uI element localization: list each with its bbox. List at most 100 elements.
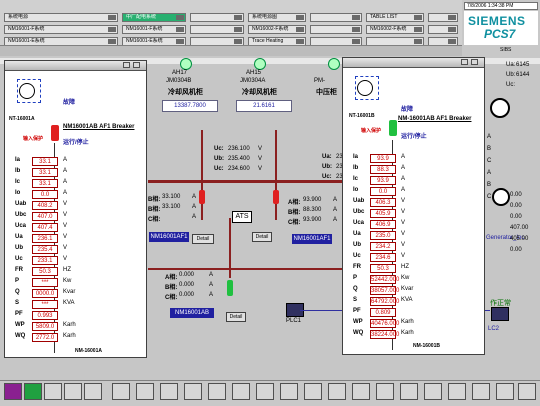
nav-button-row2-5[interactable]: NM16002-F系统	[366, 25, 424, 34]
detail-button-2[interactable]: Detail	[252, 232, 272, 242]
nav-button-row1-5[interactable]: TABLE LIST	[366, 13, 424, 22]
transformer-circle	[357, 80, 373, 96]
toolbar-button-22[interactable]	[518, 383, 536, 400]
work-status: 作正常	[490, 300, 511, 307]
breaker-left[interactable]	[199, 190, 205, 204]
nav-button-row1-1[interactable]: 中厂配电系统	[122, 13, 186, 22]
toolbar-button-15[interactable]	[352, 383, 370, 400]
metric-value: 236.1	[32, 234, 58, 243]
panel-right-titlebar[interactable]	[343, 58, 484, 68]
nav-button-row1-0[interactable]: 系统电源	[4, 13, 118, 22]
readout-unit: A	[192, 204, 197, 210]
toolbar-button-20[interactable]	[472, 383, 490, 400]
minimize-button[interactable]	[461, 59, 468, 65]
breaker-label-1[interactable]: NM16001AF1	[149, 232, 189, 242]
right-label: Uc:	[506, 82, 515, 88]
readout-label: B相:	[288, 210, 301, 216]
nav-button-row1-6[interactable]	[428, 13, 458, 22]
nav-button-row1-3[interactable]: 系统电源图	[248, 13, 306, 22]
metric-unit: V	[401, 231, 406, 237]
nav-button-row2-2[interactable]	[190, 25, 244, 34]
unit-code: JM0304B	[166, 78, 192, 84]
edge-letter: C	[487, 158, 492, 164]
toolbar-button-11[interactable]	[256, 383, 274, 400]
toolbar-button-21[interactable]	[496, 383, 514, 400]
toolbar-button-16[interactable]	[376, 383, 394, 400]
generator-label: Generator_Inc	[486, 235, 525, 241]
unit-id: AH17	[172, 70, 188, 76]
nav-button-row1-4[interactable]	[310, 13, 362, 22]
toolbar-button-17[interactable]	[400, 383, 418, 400]
toolbar-button-7[interactable]	[160, 383, 178, 400]
toolbar-button-12[interactable]	[280, 383, 298, 400]
metric-label: Ic	[15, 179, 21, 185]
metric-label: FR	[353, 264, 361, 270]
readout-unit: A	[209, 272, 214, 278]
toolbar-button-1[interactable]	[24, 383, 42, 400]
close-button[interactable]	[471, 59, 478, 65]
breaker-bottom[interactable]	[227, 280, 233, 296]
toolbar-button-5[interactable]	[112, 383, 130, 400]
toolbar-button-9[interactable]	[208, 383, 226, 400]
toolbar-button-8[interactable]	[184, 383, 202, 400]
metric-label: Uc	[15, 256, 23, 262]
metric-label: Ia	[353, 154, 359, 160]
logo-product: PCS7	[484, 27, 516, 41]
readout-value: 93.900	[303, 197, 322, 203]
toolbar-button-0[interactable]	[4, 383, 22, 400]
metric-unit: Kw	[63, 278, 72, 284]
nav-button-row2-0[interactable]: NM16001-F系统	[4, 25, 118, 34]
panel-right-breaker[interactable]	[389, 120, 397, 136]
metric-label: S	[15, 300, 20, 306]
toolbar-button-10[interactable]	[232, 383, 250, 400]
metric-unit: V	[63, 201, 68, 207]
plc2-icon[interactable]	[491, 307, 509, 321]
nav-button-row2-4[interactable]	[310, 25, 362, 34]
metric-unit: Karh	[401, 319, 414, 325]
panel-right-footer: NM-16001B	[413, 343, 440, 349]
breaker-label-3[interactable]: NM16001AB	[170, 308, 214, 318]
nav-button-row2-3[interactable]: NM16002-F系统	[248, 25, 306, 34]
toolbar-button-18[interactable]	[424, 383, 442, 400]
readout-value: 0.000	[179, 272, 195, 278]
metric-label: Ic	[353, 176, 359, 182]
metric-unit: HZ	[401, 264, 409, 270]
toolbar-button-3[interactable]	[64, 383, 82, 400]
readout-value: 235.400	[228, 156, 250, 162]
metric-value: 5809.0	[32, 322, 58, 331]
ats-switch[interactable]: ATS	[232, 211, 252, 223]
panel-left-titlebar[interactable]	[5, 61, 146, 71]
panel-left-breaker[interactable]	[51, 125, 59, 141]
metric-value: 33.1	[32, 179, 58, 188]
metric-unit: V	[401, 209, 406, 215]
breaker-right[interactable]	[273, 190, 279, 204]
nav-button-row1-2[interactable]	[190, 13, 244, 22]
minimize-button[interactable]	[123, 62, 130, 68]
readout-label: C相:	[165, 295, 178, 301]
nav-button-row2-1[interactable]: NM16001-F系统	[122, 25, 186, 34]
toolbar-button-13[interactable]	[304, 383, 322, 400]
toolbar-button-19[interactable]	[448, 383, 466, 400]
transformer-icon	[355, 76, 379, 100]
toolbar-button-4[interactable]	[84, 383, 102, 400]
toolbar-button-14[interactable]	[328, 383, 346, 400]
nav-scroll-bar[interactable]	[0, 45, 462, 56]
toolbar-button-2[interactable]	[44, 383, 62, 400]
detail-button-1[interactable]: Detail	[192, 234, 214, 244]
metric-value: 50.3	[32, 267, 58, 276]
breaker-label-2[interactable]: NM16001AF1	[292, 234, 332, 244]
metric-row: S***KVA	[15, 300, 85, 310]
close-button[interactable]	[133, 62, 140, 68]
toolbar-button-6[interactable]	[136, 383, 154, 400]
detail-button-3[interactable]: Detail	[226, 312, 246, 322]
nav-button-row2-6[interactable]	[428, 25, 458, 34]
unit-code: PM-	[314, 78, 325, 84]
metric-label: Ub	[353, 242, 361, 248]
